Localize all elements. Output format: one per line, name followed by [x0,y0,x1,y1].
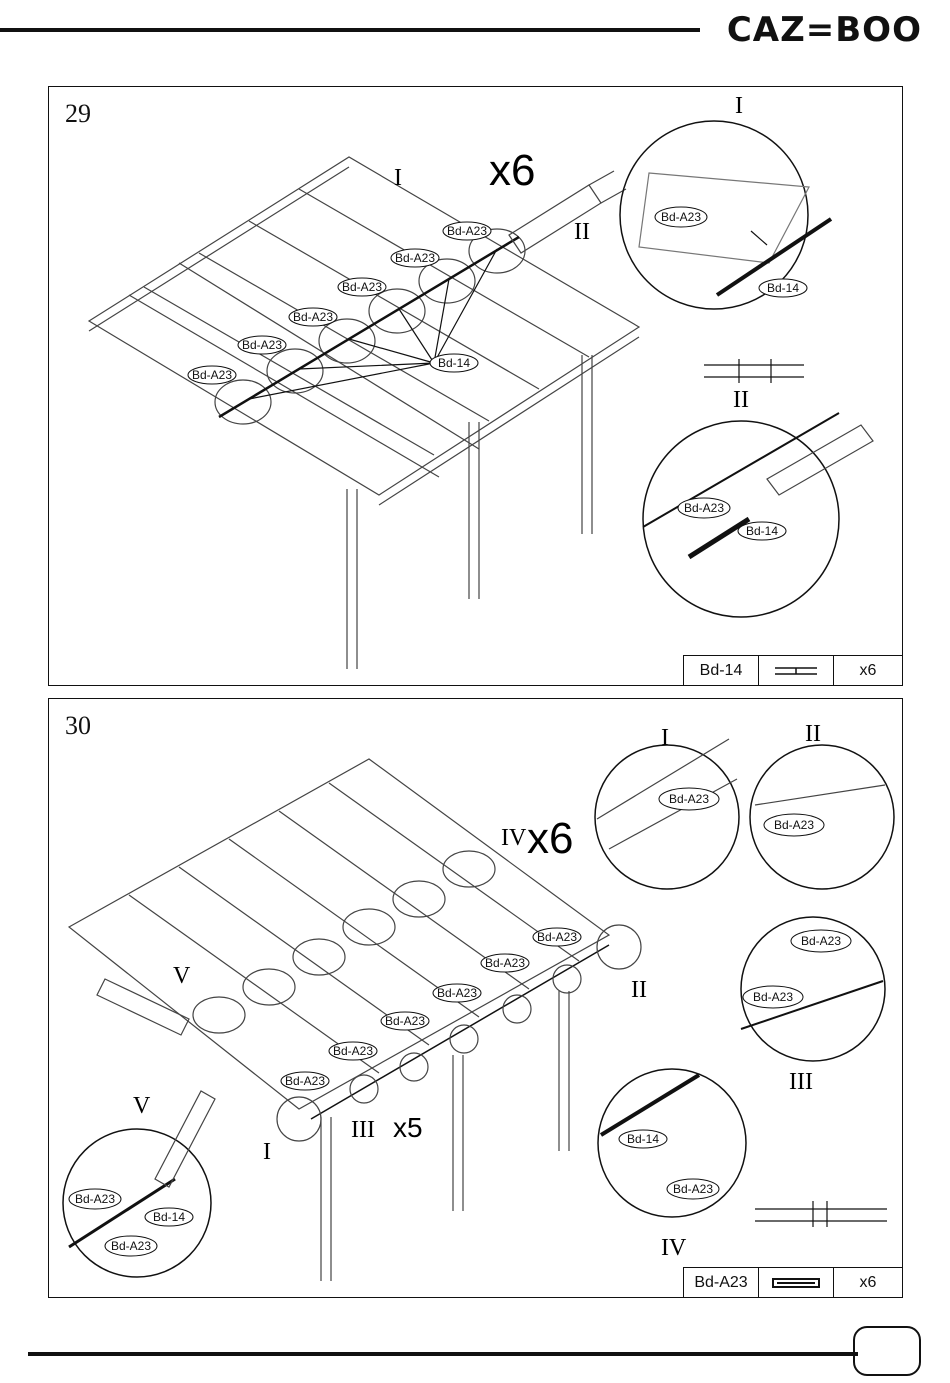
label-bd-a23: Bd-A23 [111,1239,151,1253]
label-bd-14: Bd-14 [767,281,799,295]
label-bd-a23: Bd-A23 [192,368,232,382]
post-right [582,355,592,534]
detail-label-iv: IV [501,825,527,851]
label-bd-a23: Bd-A23 [447,224,487,238]
label-bd-a23: Bd-A23 [684,501,724,515]
part-code: Bd-14 [684,656,759,685]
multiplier: x6 [527,814,573,863]
part-symbol [759,656,834,685]
label-bd-a23: Bd-A23 [395,251,435,265]
post-middle [453,1055,463,1211]
label-bd-a23: Bd-A23 [485,956,525,970]
part-qty: x6 [834,656,902,685]
label-bd-a23: Bd-A23 [774,818,814,832]
footer-rule [28,1352,858,1356]
detail-label-v: V [133,1093,151,1119]
multiplier-x5: x5 [393,1112,423,1143]
label-bd-a23: Bd-A23 [342,280,382,294]
detail-label-ii: II [733,387,749,413]
multiplier: x6 [489,146,535,195]
label-bd-a23: Bd-A23 [293,310,333,324]
detail-label-ii: II [805,721,821,747]
label-bd-14: Bd-14 [746,524,778,538]
detail-label-i: I [394,165,402,191]
label-bd-a23: Bd-A23 [673,1182,713,1196]
detail-label-ii: II [631,977,647,1003]
label-bd-a23: Bd-A23 [669,792,709,806]
page-number [853,1326,921,1376]
detail-label-i: I [735,93,743,119]
label-bd-14: Bd-14 [627,1132,659,1146]
roof-panel-outline [89,157,639,495]
header-rule [0,28,700,32]
label-bd-a23: Bd-A23 [537,930,577,944]
label-bd-a23: Bd-A23 [801,934,841,948]
label-bd-14: Bd-14 [153,1210,185,1224]
part-qty: x6 [834,1268,902,1297]
detail-label-iii: III [351,1117,375,1143]
label-bd-a23: Bd-A23 [437,986,477,1000]
label-bd-a23: Bd-A23 [333,1044,373,1058]
detail-label-iii: III [789,1069,813,1095]
label-ovals [69,788,851,1256]
label-bd-a23: Bd-A23 [753,990,793,1004]
post-left [321,1117,331,1281]
brand-logo: CAZ=BOO [727,10,922,50]
detail-label-v: V [173,963,191,989]
label-bd-a23: Bd-A23 [285,1074,325,1088]
post-right [559,991,569,1151]
step-30-panel: 30 [48,698,903,1298]
label-bd-a23: Bd-A23 [75,1192,115,1206]
parts-table: Bd-A23 x6 [683,1267,902,1297]
parts-table: Bd-14 x6 [683,655,902,685]
label-bd-a23: Bd-A23 [661,210,701,224]
step-29-illustration: Bd-A23 Bd-A23 Bd-A23 Bd-A23 Bd-A23 Bd-A2… [49,87,901,684]
label-bd-14: Bd-14 [438,356,470,370]
post-left [347,489,357,669]
part-code: Bd-A23 [684,1268,759,1297]
detail-label-i: I [263,1139,271,1165]
detail-label-iv: IV [661,1235,687,1261]
label-bd-a23: Bd-A23 [385,1014,425,1028]
step-29-panel: 29 [48,86,903,686]
label-bd-a23: Bd-A23 [242,338,282,352]
detail-label-ii: II [574,219,590,245]
part-symbol [759,1268,834,1297]
detail-label-i: I [661,725,669,751]
step-30-illustration: Bd-A23 Bd-A23 Bd-A23 Bd-A23 Bd-A23 Bd-A2… [49,699,901,1296]
label-ovals [188,207,807,540]
